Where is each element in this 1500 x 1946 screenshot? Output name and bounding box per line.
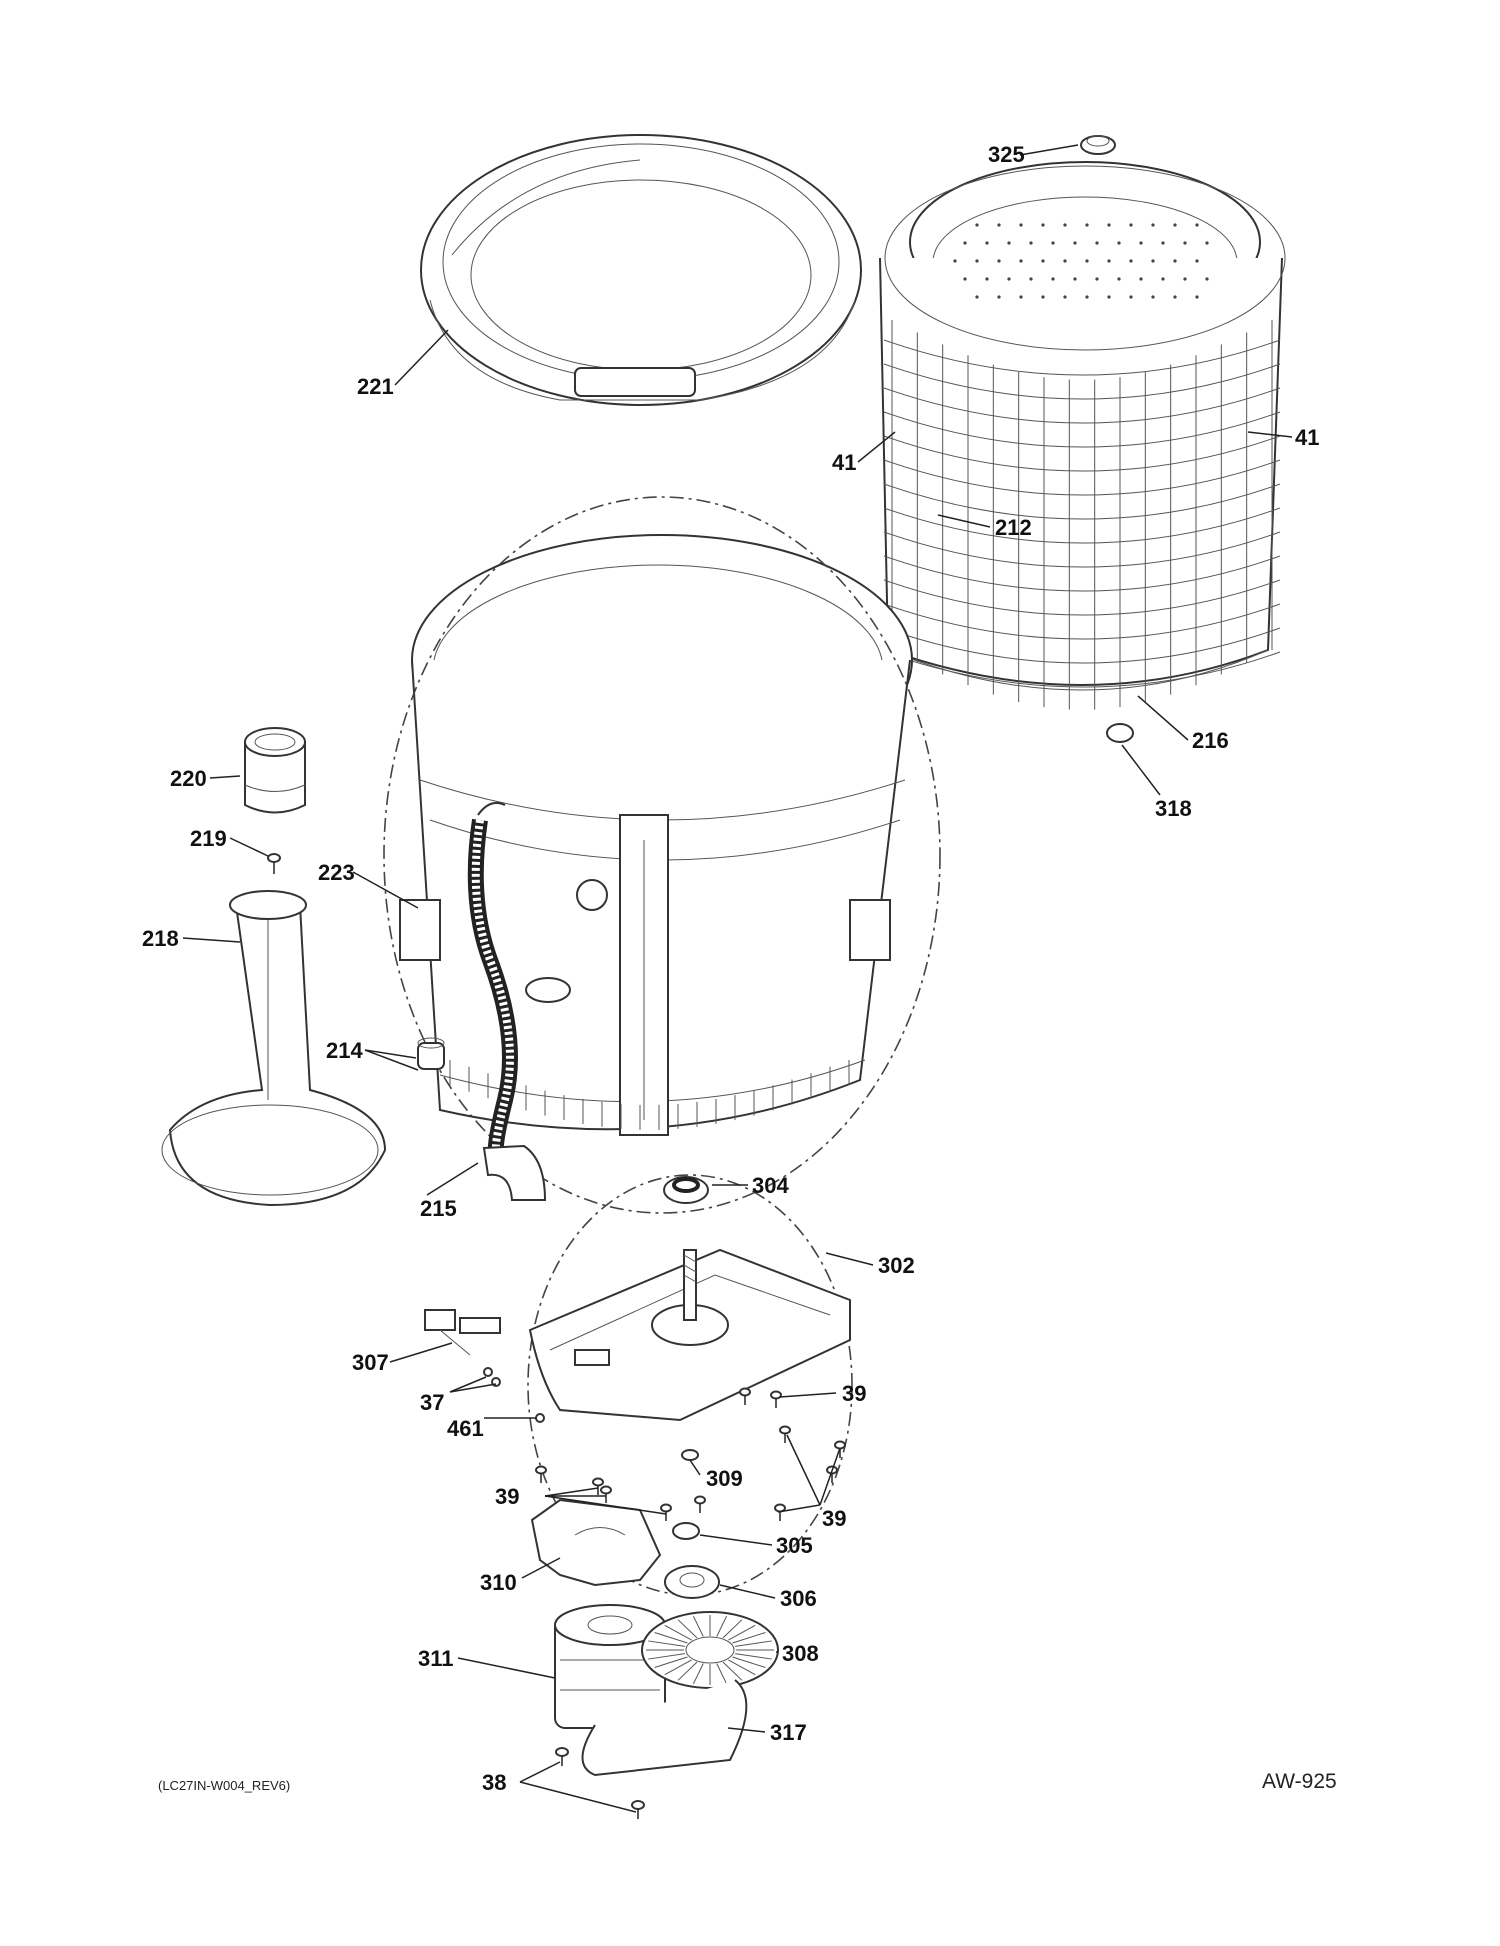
base-plate-302-part: [528, 1248, 851, 1422]
part-label-308: 308: [782, 1641, 819, 1666]
part-label-39-right: 39: [822, 1506, 847, 1531]
part-label-41-left: 41: [832, 450, 857, 475]
part-label-216: 216: [1192, 728, 1229, 753]
drain-hose-part: [467, 802, 518, 1151]
screw-37-part: [483, 1367, 501, 1387]
screw-461-part: [535, 1413, 545, 1423]
part-label-325: 325: [988, 142, 1025, 167]
wash-basket-part: [879, 161, 1286, 691]
cap-325-part: [1080, 135, 1116, 155]
part-label-318: 318: [1155, 796, 1192, 821]
base-group-outline: [527, 1174, 853, 1596]
drawing-reference-code: (LC27IN-W004_REV6): [158, 1778, 291, 1793]
part-label-39-left: 39: [495, 1484, 520, 1509]
motor-bracket-310-part: [530, 1498, 662, 1587]
hose-elbow-part: [482, 1144, 547, 1201]
part-label-310: 310: [480, 1570, 517, 1595]
part-label-215: 215: [420, 1196, 457, 1221]
seal-318-part: [1106, 723, 1134, 743]
part-label-306: 306: [780, 1586, 817, 1611]
bearing-304-part: [663, 1176, 709, 1204]
screw-39-parts: [535, 1387, 846, 1521]
part-label-307: 307: [352, 1350, 389, 1375]
part-label-221: 221: [357, 374, 394, 399]
part-label-223: 223: [318, 860, 355, 885]
part-label-305: 305: [776, 1533, 813, 1558]
belt-317-part: [581, 1679, 748, 1777]
pulsator-cap-part: [244, 727, 306, 814]
washer-305-part: [672, 1522, 700, 1540]
foot-214-part: [417, 1037, 445, 1070]
part-label-41-right: 41: [1295, 425, 1320, 450]
part-label-317: 317: [770, 1720, 807, 1745]
part-label-219: 219: [190, 826, 227, 851]
part-label-304: 304: [752, 1173, 789, 1198]
gear-306-part: [664, 1565, 720, 1599]
pulley-spokes: [646, 1615, 774, 1685]
part-label-218: 218: [142, 926, 179, 951]
screw-38-part: [555, 1747, 645, 1819]
part-label-212: 212: [995, 515, 1032, 540]
leader-lines: [182, 144, 1293, 1813]
page-code: AW-925: [1262, 1770, 1337, 1793]
part-label-214: 214: [326, 1038, 363, 1063]
part-label-37: 37: [420, 1390, 445, 1415]
part-label-461: 461: [447, 1416, 484, 1441]
basket-grid-pattern: [883, 320, 1281, 710]
part-label-38: 38: [482, 1770, 507, 1795]
part-label-311: 311: [418, 1646, 454, 1671]
part-label-39-upper: 39: [842, 1381, 867, 1406]
part-label-302: 302: [878, 1253, 915, 1278]
tub-cover-part: [420, 134, 862, 406]
tub-rib-pattern: [449, 1060, 850, 1130]
tub-group-outline: [383, 496, 941, 1214]
screw-219-part: [267, 853, 281, 874]
basket-hole-pattern: [953, 223, 1209, 299]
part-label-309: 309: [706, 1466, 743, 1491]
switch-307-part: [424, 1309, 501, 1356]
part-label-220: 220: [170, 766, 207, 791]
nut-309-part: [681, 1449, 699, 1461]
pulsator-218-part: [161, 890, 387, 1207]
outer-tub-part: [399, 534, 913, 1136]
